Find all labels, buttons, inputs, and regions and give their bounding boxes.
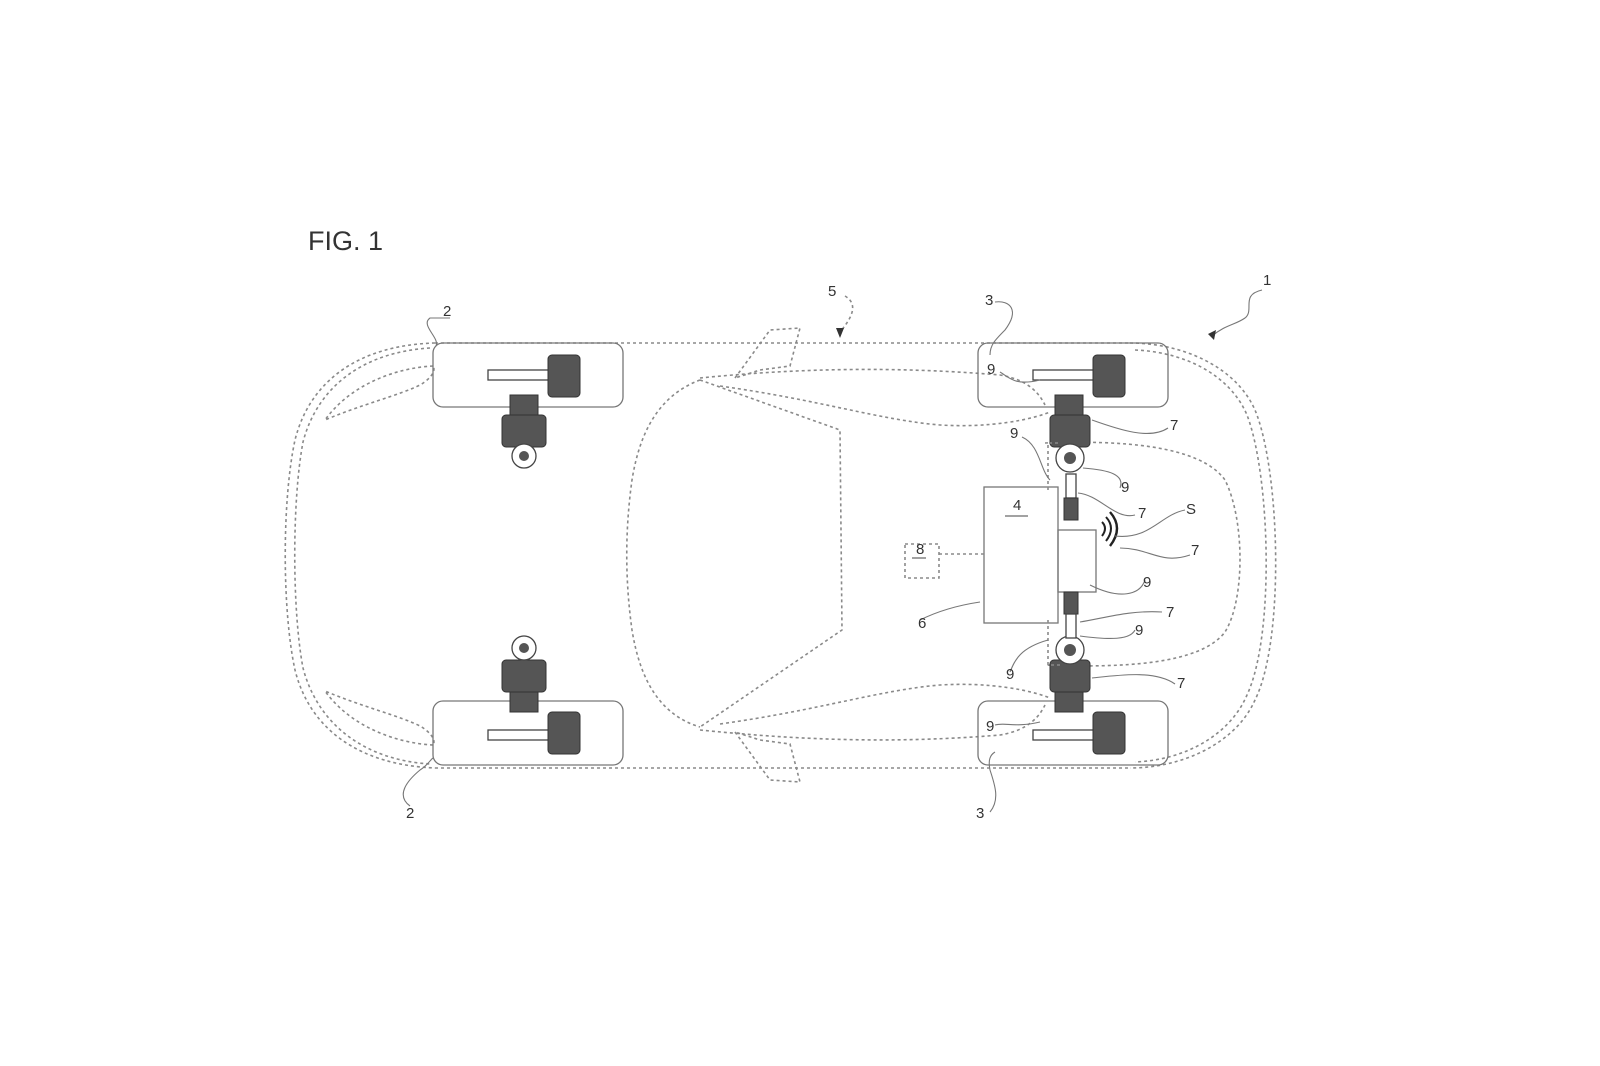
label-7a: 7 (1170, 417, 1178, 434)
label-7c: 7 (1191, 542, 1199, 559)
front-wheel-bottom (432, 635, 624, 766)
label-9c: 9 (1121, 479, 1129, 496)
label-4: 4 (1013, 497, 1021, 514)
label-8: 8 (916, 541, 924, 558)
box-8 (904, 543, 984, 579)
motor-unit (1057, 473, 1097, 639)
label-9e: 9 (1135, 622, 1143, 639)
label-5: 5 (828, 283, 836, 300)
label-2-top: 2 (443, 303, 451, 320)
rear-wheel-bottom (977, 635, 1169, 766)
reference-numerals: 1 2 2 3 3 4 5 6 8 S 7 7 7 7 7 9 9 9 9 9 … (406, 272, 1271, 822)
label-1: 1 (1263, 272, 1271, 289)
leader-lines (402, 289, 1263, 813)
label-7d: 7 (1166, 604, 1174, 621)
label-7e: 7 (1177, 675, 1185, 692)
front-wheel-top (432, 342, 624, 469)
signal-waves-icon (1101, 511, 1119, 547)
hub-housing-bottom (1047, 620, 1060, 666)
hub-housing-top (1047, 442, 1060, 490)
label-9f: 9 (1006, 666, 1014, 683)
figure-title: FIG. 1 (308, 226, 383, 256)
vehicle-body-outline (284, 295, 1277, 783)
label-9a: 9 (987, 361, 995, 378)
label-3-bottom: 3 (976, 805, 984, 822)
label-9b: 9 (1010, 425, 1018, 442)
label-9g: 9 (986, 718, 994, 735)
label-9d: 9 (1143, 574, 1151, 591)
label-6: 6 (918, 615, 926, 632)
label-7b: 7 (1138, 505, 1146, 522)
label-S: S (1186, 501, 1196, 518)
label-2-bottom: 2 (406, 805, 414, 822)
label-3-top: 3 (985, 292, 993, 309)
rear-wheel-top (977, 342, 1169, 473)
